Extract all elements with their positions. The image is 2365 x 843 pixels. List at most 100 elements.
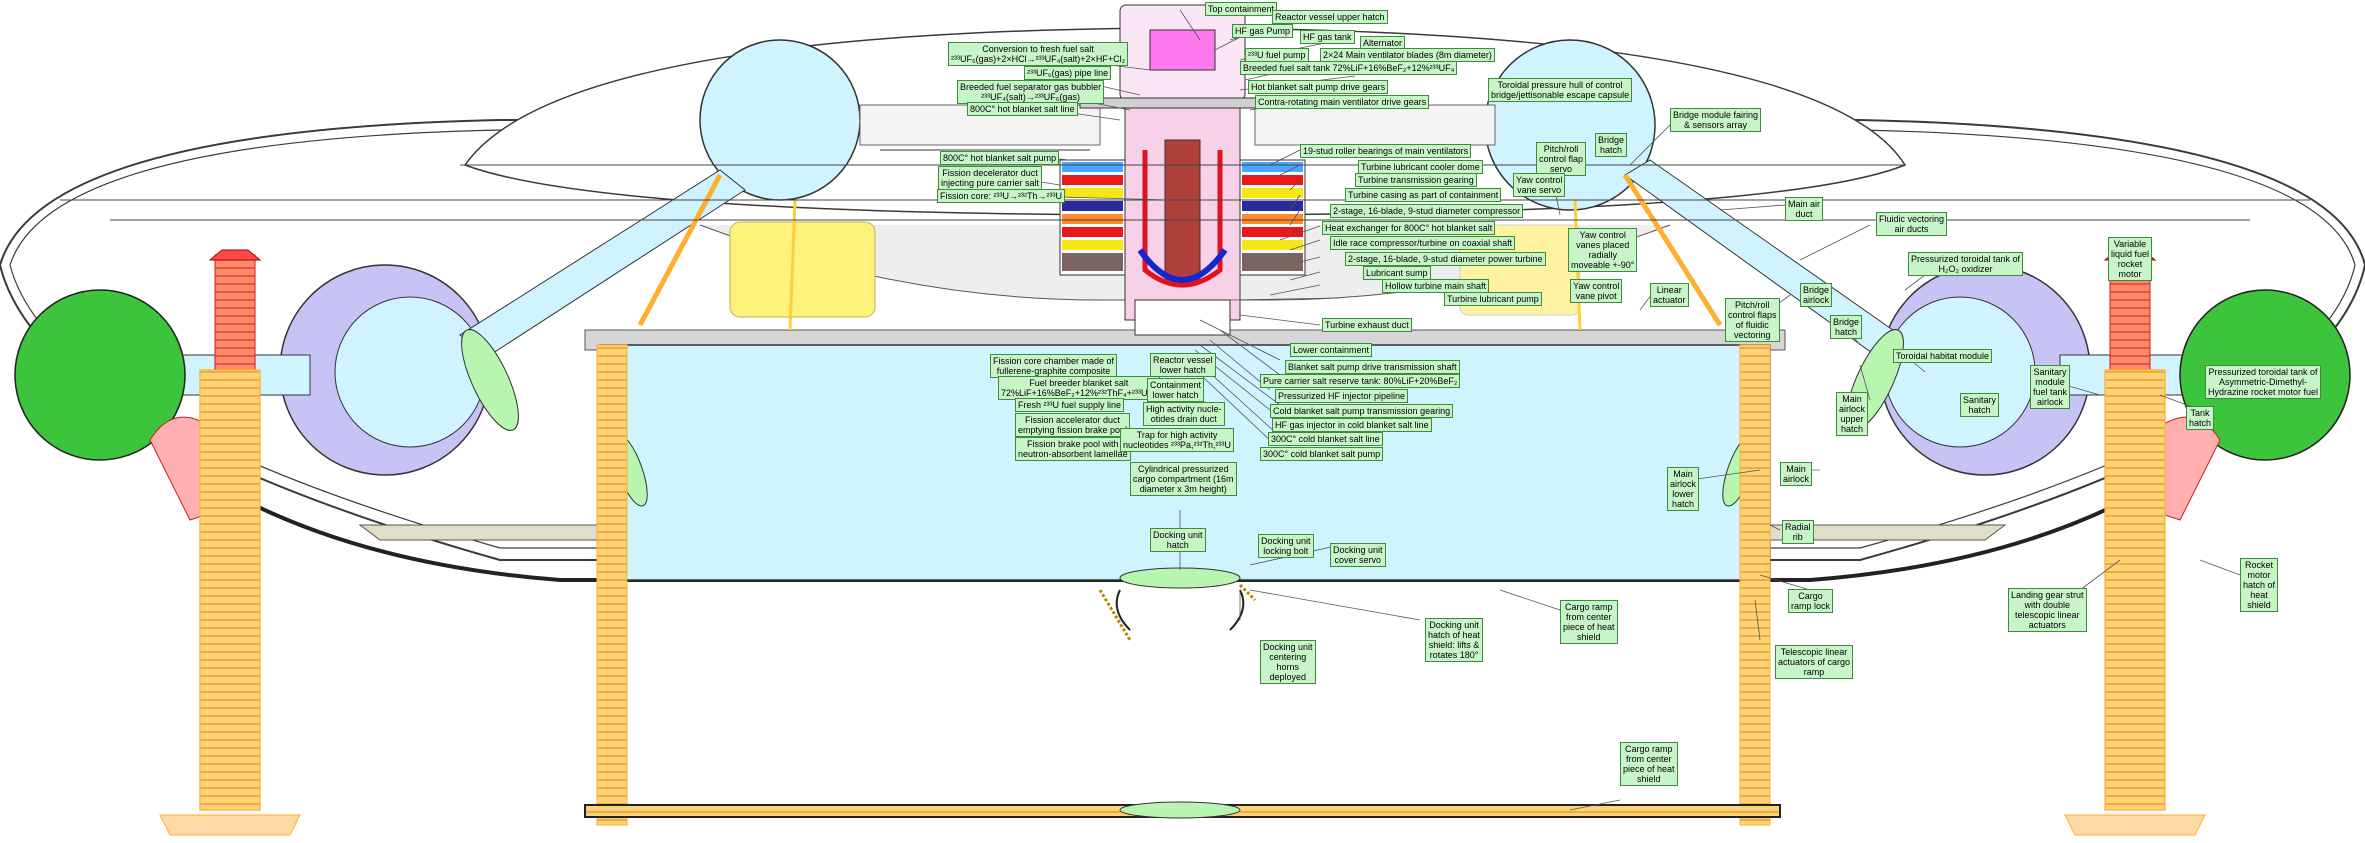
label-cargo-ramp-bottom: Cargo ramp from center piece of heat shi… [1620, 742, 1678, 786]
label-breeded-separator: Breeded fuel separator gas bubbler ²³³UF… [957, 80, 1105, 104]
label-cargo-compartment: Cylindrical pressurized cargo compartmen… [1130, 462, 1237, 496]
label-idle-race: Idle race compressor/turbine on coaxial … [1330, 236, 1516, 250]
label-blanket-drive-shaft: Blanket salt pump drive transmission sha… [1285, 360, 1460, 374]
label-hot-blanket-line: 800C° hot blanket salt line [967, 102, 1078, 116]
right-blue-torus-inner [1884, 296, 2036, 448]
left-inner-leg [596, 344, 628, 826]
label-turbine-transmission-gearing: Turbine transmission gearing [1355, 173, 1477, 187]
label-bridge-hatch: Bridge hatch [1830, 315, 1863, 339]
label-trap-nuclides: Trap for high activity nucleotides ²³³Pa… [1120, 428, 1235, 452]
label-main-air-duct: Main air duct [1785, 197, 1824, 221]
left-pitch-flap [461, 329, 519, 431]
docking-chain-left [1098, 589, 1132, 641]
right-turbine-stack [1239, 159, 1306, 276]
label-toroidal-habitat: Toroidal habitat module [1893, 349, 1993, 363]
right-upper-duct [1254, 104, 1496, 146]
yellow-cargo-box [729, 221, 876, 318]
docking-chain-right [1238, 583, 1257, 602]
docking-unit-hatch [1119, 567, 1241, 589]
label-fission-brake-pool: Fission brake pool with neutron-absorben… [1015, 437, 1131, 461]
label-docking-unit-hatch: Docking unit hatch [1150, 528, 1206, 552]
label-containment-lower-hatch: Containment lower hatch [1147, 378, 1205, 402]
label-cold-blanket-gearing: Cold blanket salt pump transmission gear… [1270, 404, 1454, 418]
label-stud-bearings: 19-stud roller bearings of main ventilat… [1300, 144, 1472, 158]
reactor-lower-hatch-block [1134, 299, 1231, 336]
label-sanitary-module: Sanitary module fuel tank airlock [2030, 365, 2071, 409]
label-cargo-ramp-center: Cargo ramp from center piece of heat shi… [1560, 600, 1618, 644]
label-bridge-fairing: Bridge module fairing & sensors array [1670, 108, 1762, 132]
label-sanitary-hatch: Sanitary hatch [1960, 393, 2000, 417]
left-green-tank [14, 289, 186, 461]
label-radial-rib: Radial rib [1782, 520, 1814, 544]
left-landing-leg [159, 369, 301, 836]
label-conversion-fresh-salt: Conversion to fresh fuel salt ²³³UF₆(gas… [948, 42, 1129, 66]
label-pressurized-h2o2: Pressurized toroidal tank of H₂O₂ oxidiz… [1908, 252, 2024, 276]
left-support-pad [358, 524, 601, 541]
label-fuel-breeder-blanket: Fuel breeder blanket salt 72%LiF+16%BeF₂… [998, 376, 1160, 400]
label-fission-core: Fission core: ²³³U→²³²Th→²³³U [937, 189, 1065, 203]
label-toroidal-hull: Toroidal pressure hull of control bridge… [1488, 78, 1633, 102]
label-main-airlock: Main airlock [1780, 462, 1813, 486]
label-docking-locking-bolt: Docking unit locking bolt [1258, 534, 1314, 558]
label-fluidic-vectoring-ducts: Fluidic vectoring air ducts [1876, 212, 1948, 236]
label-lower-containment: Lower containment [1290, 343, 1373, 357]
label-cold-blanket-pump: 300C° cold blanket salt pump [1260, 447, 1384, 461]
label-bridge-airlock: Bridge airlock [1800, 283, 1833, 307]
label-pure-carrier-tank: Pure carrier salt reserve tank: 80%LiF+2… [1260, 374, 1461, 388]
bottom-docking-hatch [1119, 801, 1241, 819]
docking-centering-horns [1115, 589, 1245, 631]
label-reactor-upper-hatch: Reactor vessel upper hatch [1272, 10, 1388, 24]
fission-core [1164, 139, 1201, 281]
label-uf6-pipe: ²³³UF₆(gas) pipe line [1024, 66, 1112, 80]
label-main-airlock-lower: Main airlock lower hatch [1667, 467, 1700, 511]
label-rocket-motor-hatch: Rocket motor hatch of heat shield [2240, 558, 2279, 612]
label-docking-centering-horns: Docking unit centering horns deployed [1260, 640, 1316, 684]
label-turbine-lubricant-cooler: Turbine lubricant cooler dome [1358, 160, 1483, 174]
label-turbine-exhaust: Turbine exhaust duct [1322, 318, 1412, 332]
label-compressor-stage: 2-stage, 16-blade, 9-stud diameter compr… [1330, 204, 1524, 218]
label-hollow-turbine-shaft: Hollow turbine main shaft [1382, 279, 1490, 293]
label-fresh-fuel-line: Fresh ²³³U fuel supply line [1015, 398, 1125, 412]
label-linear-actuator: Linear actuator [1650, 283, 1689, 307]
label-nuclides-drain: High activity nucle- otides drain duct [1143, 402, 1225, 426]
label-landing-gear: Landing gear strut with double telescopi… [2008, 588, 2087, 632]
label-fission-accelerator: Fission accelerator duct emptying fissio… [1015, 413, 1131, 437]
label-telescopic-actuators: Telescopic linear actuators of cargo ram… [1775, 645, 1854, 679]
label-yaw-control-pivot: Yaw control vane pivot [1570, 279, 1623, 303]
label-heat-exchanger: Heat exchanger for 800C° hot blanket sal… [1322, 221, 1496, 235]
left-blue-torus-inner [334, 296, 486, 448]
label-cargo-ramp-lock: Cargo ramp lock [1788, 589, 1834, 613]
label-pressurized-fuel-tank: Pressurized toroidal tank of Asymmetric-… [2205, 365, 2322, 399]
label-hf-gas-injector: HF gas injector in cold blanket salt lin… [1272, 418, 1432, 432]
label-hf-gas-tank: HF gas tank [1300, 30, 1355, 44]
label-main-ventilator-blades: 2×24 Main ventilator blades (8m diameter… [1320, 48, 1495, 62]
label-turbine-casing: Turbine casing as part of containment [1345, 188, 1502, 202]
left-turbine-stack [1059, 159, 1126, 276]
label-main-airlock-upper: Main airlock upper hatch [1836, 392, 1869, 436]
label-hot-blanket-pump: 800C° hot blanket salt pump [940, 151, 1060, 165]
right-inner-leg [1739, 344, 1771, 826]
label-turbine-lubricant-pump: Turbine lubricant pump [1444, 292, 1542, 306]
core-loop-blue [1137, 248, 1228, 283]
label-bridge-hatch-top: Bridge hatch [1595, 133, 1628, 157]
label-yaw-control-servo: Yaw control vane servo [1513, 173, 1566, 197]
left-yellow-strut [788, 199, 797, 331]
label-reactor-lower-hatch: Reactor vessel lower hatch [1150, 353, 1216, 377]
label-power-turbine: 2-stage, 16-blade, 9-stud diameter power… [1345, 252, 1546, 266]
label-pitch-roll-servo: Pitch/roll control flap servo [1536, 142, 1587, 176]
label-hf-gas-pump: HF gas Pump [1232, 24, 1294, 38]
label-breeded-fuel-tank: Breeded fuel salt tank 72%LiF+16%BeF₂+12… [1240, 61, 1458, 75]
label-docking-cover-servo: Docking unit cover servo [1330, 543, 1386, 567]
label-variable-fuel-tank: Variable liquid fuel rocket motor [2108, 237, 2153, 281]
label-fission-core-chamber: Fission core chamber made of fullerene-g… [990, 354, 1118, 378]
hf-gas-tank [1149, 29, 1216, 71]
label-yaw-control-vanes: Yaw control vanes placed radially moveab… [1568, 228, 1638, 272]
label-docking-hatch-heat-shield: Docking unit hatch of heat shield: lifts… [1425, 618, 1484, 662]
label-pitch-roll-flaps: Pitch/roll control flaps of fluidic vect… [1725, 298, 1780, 342]
label-pressurized-hf-injector: Pressurized HF injector pipeline [1275, 389, 1409, 403]
label-top-containment: Top containment [1205, 2, 1278, 16]
label-hot-blanket-pump-gears: Hot blanket salt pump drive gears [1248, 80, 1389, 94]
left-air-duct [459, 169, 746, 356]
core-loop-red [1142, 150, 1223, 288]
label-u-fuel-pump: ²³³U fuel pump [1245, 48, 1309, 62]
